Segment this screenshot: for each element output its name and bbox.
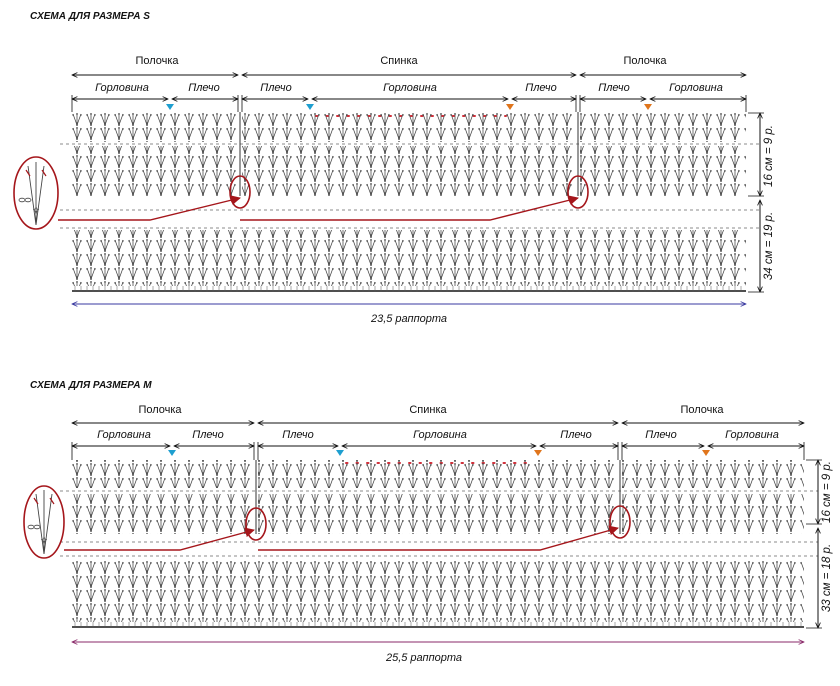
m-section-back: Спинка bbox=[409, 404, 447, 416]
m-upper-height-label: 16 см = 9 р. bbox=[821, 461, 833, 523]
m-marker-orange-2 bbox=[702, 450, 710, 456]
s-upper-panel bbox=[60, 112, 760, 196]
m-sub-fr-neck: Горловина bbox=[725, 429, 779, 441]
s-total-width-label: 23,5 раппорта bbox=[370, 313, 447, 325]
m-callout-arrow-2 bbox=[258, 525, 619, 551]
m-callout-detail: ♆ bbox=[23, 485, 65, 559]
m-marker-cyan-2 bbox=[336, 450, 344, 456]
s-marker-cyan-1 bbox=[166, 104, 174, 110]
m-sub-fl-shoulder: Плечо bbox=[192, 429, 224, 441]
s-callout-ring-2 bbox=[567, 175, 589, 209]
s-section-back: Спинка bbox=[380, 55, 418, 67]
s-callout-arrow-2 bbox=[240, 195, 579, 221]
s-callout-detail: ♆ bbox=[13, 156, 59, 230]
m-callout-arrow-1 bbox=[64, 527, 255, 551]
s-marker-orange-1 bbox=[506, 104, 514, 110]
m-marker-cyan-1 bbox=[168, 450, 176, 456]
m-sub-fl-neck: Горловина bbox=[97, 429, 151, 441]
s-lower-height-label: 34 см = 19 р. bbox=[763, 212, 775, 280]
s-sub-b-neck: Горловина bbox=[383, 82, 437, 94]
m-total-width-label: 25,5 раппорта bbox=[385, 652, 462, 664]
m-section-front-left: Полочка bbox=[138, 404, 182, 416]
m-sub-b-neck: Горловина bbox=[413, 429, 467, 441]
svg-text:♆: ♆ bbox=[40, 537, 48, 547]
m-lower-panel bbox=[72, 560, 804, 628]
s-sub-fr-neck: Горловина bbox=[669, 82, 723, 94]
s-sub-fl-shoulder: Плечо bbox=[188, 82, 220, 94]
s-lower-panel bbox=[72, 230, 746, 292]
s-section-front-left: Полочка bbox=[135, 55, 179, 67]
m-sub-b-shoulder-1: Плечо bbox=[282, 429, 314, 441]
scheme-size-s: СХЕМА ДЛЯ РАЗМЕРА S Полочка Спинка Полоч… bbox=[13, 11, 775, 325]
m-section-front-right: Полочка bbox=[680, 404, 724, 416]
s-marker-orange-2 bbox=[644, 104, 652, 110]
s-upper-height-label: 16 см = 9 р. bbox=[763, 125, 775, 187]
s-sub-b-shoulder-1: Плечо bbox=[260, 82, 292, 94]
m-upper-panel bbox=[60, 460, 818, 534]
s-callout-arrow-1 bbox=[58, 195, 241, 221]
m-marker-orange-1 bbox=[534, 450, 542, 456]
scheme-size-m: СХЕМА ДЛЯ РАЗМЕРА M Полочка Спинка Полоч… bbox=[23, 380, 833, 664]
scheme-m-title: СХЕМА ДЛЯ РАЗМЕРА M bbox=[30, 380, 152, 391]
m-sub-fr-shoulder: Плечо bbox=[645, 429, 677, 441]
m-sub-b-shoulder-2: Плечо bbox=[560, 429, 592, 441]
s-marker-cyan-2 bbox=[306, 104, 314, 110]
s-sub-fl-neck: Горловина bbox=[95, 82, 149, 94]
s-sub-fr-shoulder: Плечо bbox=[598, 82, 630, 94]
m-callout-ring-1 bbox=[245, 507, 267, 541]
scheme-s-title: СХЕМА ДЛЯ РАЗМЕРА S bbox=[30, 11, 150, 22]
svg-text:♆: ♆ bbox=[32, 207, 40, 217]
m-lower-height-label: 33 см = 18 р. bbox=[821, 544, 833, 612]
s-section-front-right: Полочка bbox=[623, 55, 667, 67]
s-sub-b-shoulder-2: Плечо bbox=[525, 82, 557, 94]
m-callout-ring-2 bbox=[609, 505, 631, 539]
s-callout-ring-1 bbox=[229, 175, 251, 209]
